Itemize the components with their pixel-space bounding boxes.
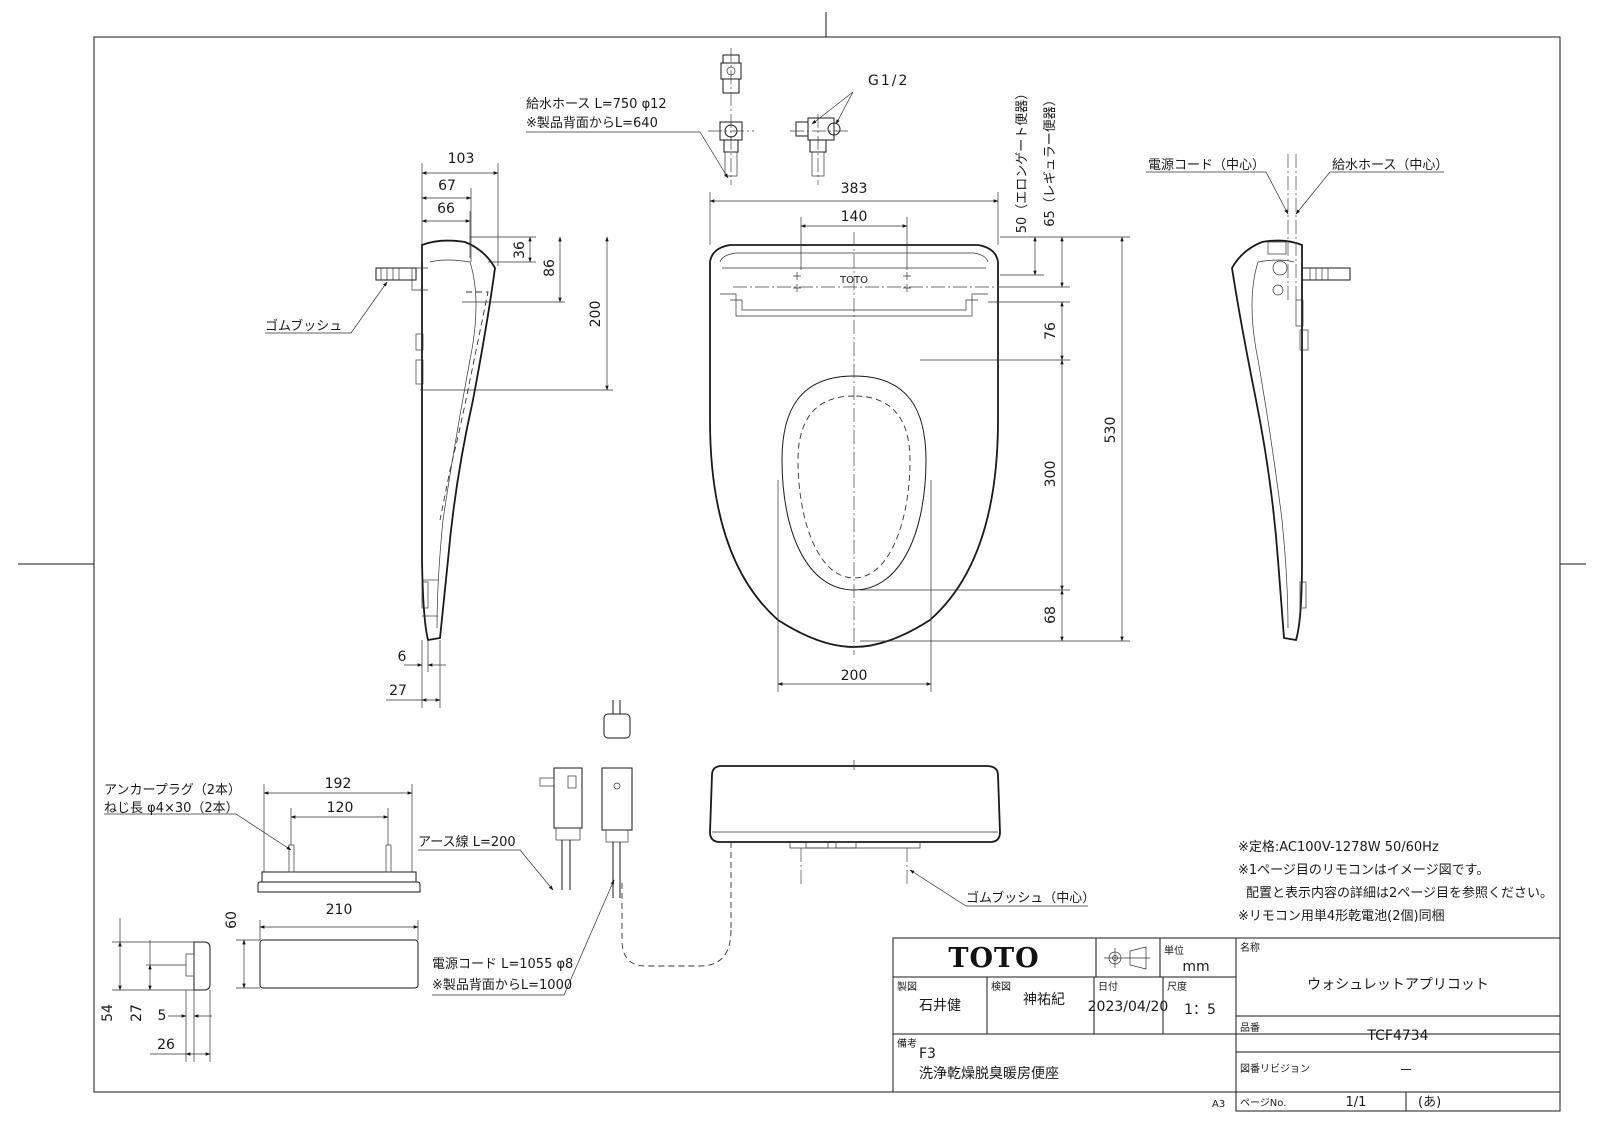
checked-by: 神祐紀: [1023, 992, 1065, 1008]
dim-383: 383: [841, 181, 868, 197]
product-name: ウォシュレットアプリコット: [1307, 977, 1489, 993]
right-side-view: 電源コード（中心） 給水ホース（中心）: [1146, 154, 1448, 642]
drawn-by: 石井健: [919, 998, 961, 1014]
label-anchor-1: アンカープラグ（2本）: [104, 783, 241, 798]
page-value: 1/1: [1346, 1095, 1367, 1110]
label-rubber-bush: ゴムブッシュ: [265, 318, 342, 334]
product-code: TCF4734: [1366, 1028, 1428, 1044]
dim-60: 60: [224, 911, 240, 929]
label-power-center: 電源コード（中心）: [1148, 158, 1265, 173]
dim-27-plate: 27: [129, 1004, 145, 1022]
dim-50: 50（エロンゲート便器）: [1015, 87, 1030, 234]
label-hose-2: ※製品背面からL=640: [526, 116, 658, 131]
label-hose-center: 給水ホース（中心）: [1332, 158, 1448, 173]
dim-192: 192: [325, 776, 352, 792]
dim-120: 120: [327, 800, 354, 816]
scale-label: 尺度: [1167, 980, 1187, 993]
label-earth: アース線 L=200: [418, 834, 516, 850]
seat-front-view: TOTO: [709, 232, 1000, 655]
note-3: 配置と表示内容の詳細は2ページ目を参照ください。: [1246, 885, 1553, 901]
dim-65: 65（レギュラー便器）: [1043, 93, 1058, 227]
label-hose-1: 給水ホース L=750 φ12: [526, 97, 667, 112]
toto-logo: TOTO: [948, 943, 1039, 974]
page-suffix: (あ): [1418, 1095, 1441, 1110]
date-label: 日付: [1098, 980, 1118, 993]
unit-value: mm: [1182, 959, 1209, 975]
dim-6: 6: [398, 649, 407, 665]
remarks-2: 洗浄乾燥脱臭暖房便座: [919, 1066, 1059, 1082]
remarks-1: F3: [919, 1046, 936, 1062]
drawn-label: 製図: [897, 980, 917, 993]
unit-label: 単位: [1164, 944, 1184, 957]
checked-label: 検図: [991, 980, 1011, 993]
dim-103: 103: [448, 151, 475, 167]
dim-210: 210: [326, 902, 353, 918]
dim-66: 66: [437, 201, 455, 217]
sheet-size: A3: [1212, 1099, 1225, 1110]
dim-200-front: 200: [841, 668, 868, 684]
label-rubber-bush-center: ゴムブッシュ（中心）: [966, 890, 1095, 906]
dim-86: 86: [542, 259, 558, 277]
name-label: 名称: [1240, 941, 1260, 954]
notes: ※定格:AC100V-1278W 50/60Hz ※1ページ目のリモコンはイメー…: [1238, 839, 1553, 924]
wall-plate: 192 120 アンカープラグ（2本） ねじ長 φ4×30（2本） 210 60: [104, 776, 421, 989]
product-label: 品番: [1240, 1022, 1260, 1034]
dim-36: 36: [512, 241, 528, 259]
dim-300: 300: [1043, 461, 1059, 488]
seat-bottom-view: ゴムブッシュ（中心）: [621, 760, 1095, 967]
front-dimensions: 383 140 50（エロンゲート便器） 65（レギュラー便器） 76 300 …: [709, 87, 1130, 692]
date-value: 2023/04/20: [1088, 999, 1169, 1015]
dim-54: 54: [100, 1004, 116, 1022]
dim-26: 26: [157, 1037, 175, 1053]
dim-5: 5: [158, 1008, 167, 1024]
valve-fittings: G1/2 給水ホース L=750 φ12 ※製品背面からL=640: [526, 48, 909, 185]
dim-27-side: 27: [389, 683, 407, 699]
note-4: ※リモコン用単4形乾電池(2個)同梱: [1238, 908, 1445, 924]
label-cord-2: ※製品背面からL=1000: [432, 978, 572, 993]
left-side-view: [375, 239, 496, 642]
dim-140: 140: [841, 209, 868, 225]
note-1: ※定格:AC100V-1278W 50/60Hz: [1238, 839, 1439, 855]
label-g12: G1/2: [868, 73, 909, 89]
dim-200-side: 200: [588, 301, 604, 328]
remarks-label: 備考: [897, 1037, 917, 1050]
dim-68: 68: [1043, 606, 1059, 624]
plate-side-view: 54 27 5 26: [100, 918, 212, 1062]
label-cord-1: 電源コード L=1055 φ8: [432, 957, 573, 972]
revision-label: 図番リビジョン: [1240, 1063, 1310, 1075]
dim-530: 530: [1103, 417, 1119, 444]
scale-value: 1：5: [1184, 1002, 1216, 1018]
revision-value: －: [1399, 1063, 1413, 1079]
projection-symbol-icon: [1104, 946, 1150, 970]
title-block: TOTO 単位 mm 名称 ウォシュレットアプリコット 製図 石井健 検図 神祐…: [892, 937, 1561, 1112]
dim-67: 67: [438, 178, 456, 194]
left-side-dimensions: 103 67 66 36 86 200 6 27 ゴムブッシュ: [265, 151, 613, 708]
sheet-border: [93, 36, 1561, 1093]
seat-logo: TOTO: [839, 275, 868, 286]
page-label: ページNo.: [1240, 1098, 1286, 1109]
note-2: ※1ページ目のリモコンはイメージ図です。: [1238, 863, 1489, 878]
power-plug: アース線 L=200 電源コード L=1055 φ8 ※製品背面からL=1000: [418, 700, 633, 996]
dim-76: 76: [1043, 322, 1059, 340]
label-anchor-2: ねじ長 φ4×30（2本）: [104, 801, 239, 816]
